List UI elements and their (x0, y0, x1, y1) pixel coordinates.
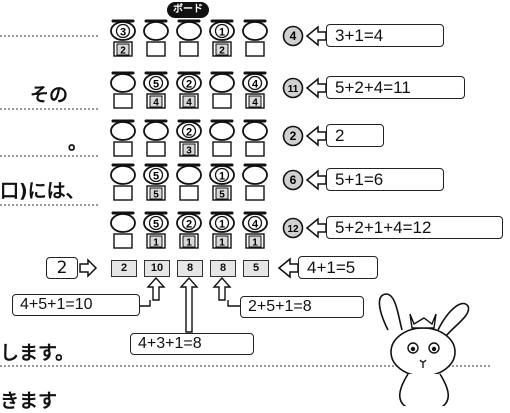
equation-box: 5+2+4=11 (326, 76, 465, 99)
bead-number: 5 (153, 219, 159, 231)
bead-number: 3 (120, 27, 126, 39)
slot-box (114, 94, 132, 108)
slot-box (246, 42, 264, 56)
bead (144, 22, 168, 40)
slot-number: 1 (219, 238, 225, 249)
slot-box (213, 142, 231, 156)
bead (111, 214, 135, 232)
slot-number: 1 (153, 238, 159, 249)
slot-number: 4 (153, 98, 159, 109)
start-value-box: 2 (46, 257, 78, 279)
slot-box (114, 142, 132, 156)
slot-box (246, 186, 264, 200)
bead (210, 74, 234, 92)
slot-box (246, 142, 264, 156)
slot-number: 4 (252, 98, 258, 109)
sum-number: 4 (290, 29, 297, 43)
equation-box: 5+1=6 (326, 168, 444, 191)
bead-number: 1 (219, 27, 225, 39)
column-equation: 4+5+1=10 (12, 294, 140, 316)
bead (177, 166, 201, 184)
slot-number: 2 (120, 46, 126, 57)
bead (243, 166, 267, 184)
slot-number: 2 (219, 46, 225, 57)
bead-number: 5 (153, 171, 159, 183)
slot-number: 5 (219, 190, 225, 201)
up-arrow-icon (214, 278, 230, 300)
slot-number: 5 (153, 190, 159, 201)
up-arrow-icon (148, 278, 164, 300)
sum-number: 11 (288, 84, 299, 95)
slot-box (180, 186, 198, 200)
slot-box (147, 42, 165, 56)
connector-line (228, 300, 240, 306)
sum-number: 2 (290, 129, 297, 143)
rabbit-body (400, 374, 449, 406)
bead-number: 4 (252, 219, 259, 231)
slot-number: 4 (186, 98, 192, 109)
left-arrow-icon (307, 127, 326, 145)
bead (210, 122, 234, 140)
equation-box: 2 (326, 124, 384, 147)
equation-box: 4+1=5 (298, 256, 378, 279)
rabbit-illustration (379, 294, 468, 406)
left-arrow-icon (307, 79, 326, 97)
bead (243, 22, 267, 40)
slot-box (213, 94, 231, 108)
rabbit-ear (379, 294, 402, 330)
slot-number: 1 (186, 238, 192, 249)
equation-box: 3+1=4 (326, 24, 444, 47)
total-box: 10 (144, 260, 170, 277)
total-box: 2 (111, 260, 137, 277)
bead (111, 166, 135, 184)
left-arrow-icon (307, 219, 326, 237)
bead-number: 2 (186, 127, 192, 139)
bead (177, 22, 201, 40)
left-arrow-icon (279, 259, 298, 277)
bead-number: 2 (186, 219, 192, 231)
bead (111, 74, 135, 92)
column-equation: 2+5+1=8 (240, 296, 364, 318)
bead-number: 4 (252, 79, 259, 91)
up-arrow-icon (181, 278, 197, 332)
bead (144, 122, 168, 140)
bead-number: 5 (153, 79, 159, 91)
left-arrow-icon (307, 171, 326, 189)
right-arrow-icon (80, 260, 96, 276)
total-box: 5 (243, 260, 269, 277)
bead-number: 2 (186, 79, 192, 91)
sum-number: 12 (287, 224, 299, 235)
bead (111, 122, 135, 140)
rabbit-head (391, 328, 455, 376)
slot-number: 1 (252, 238, 258, 249)
slot-box (114, 234, 132, 248)
slot-box (180, 42, 198, 56)
equation-box: 5+2+1+4=12 (326, 216, 503, 239)
bead (243, 122, 267, 140)
slot-number: 3 (186, 146, 192, 157)
rabbit-pupil (432, 347, 436, 351)
rabbit-pupil (411, 347, 415, 351)
crown-icon (410, 314, 436, 328)
total-box: 8 (210, 260, 236, 277)
sum-number: 6 (290, 173, 297, 187)
rabbit-ear (438, 303, 469, 336)
bead-number: 1 (219, 219, 225, 231)
left-arrow-icon (307, 27, 326, 45)
total-box: 8 (177, 260, 203, 277)
column-equation: 4+3+1=8 (130, 333, 254, 355)
bead-number: 1 (219, 171, 225, 183)
slot-box (114, 186, 132, 200)
slot-box (147, 142, 165, 156)
